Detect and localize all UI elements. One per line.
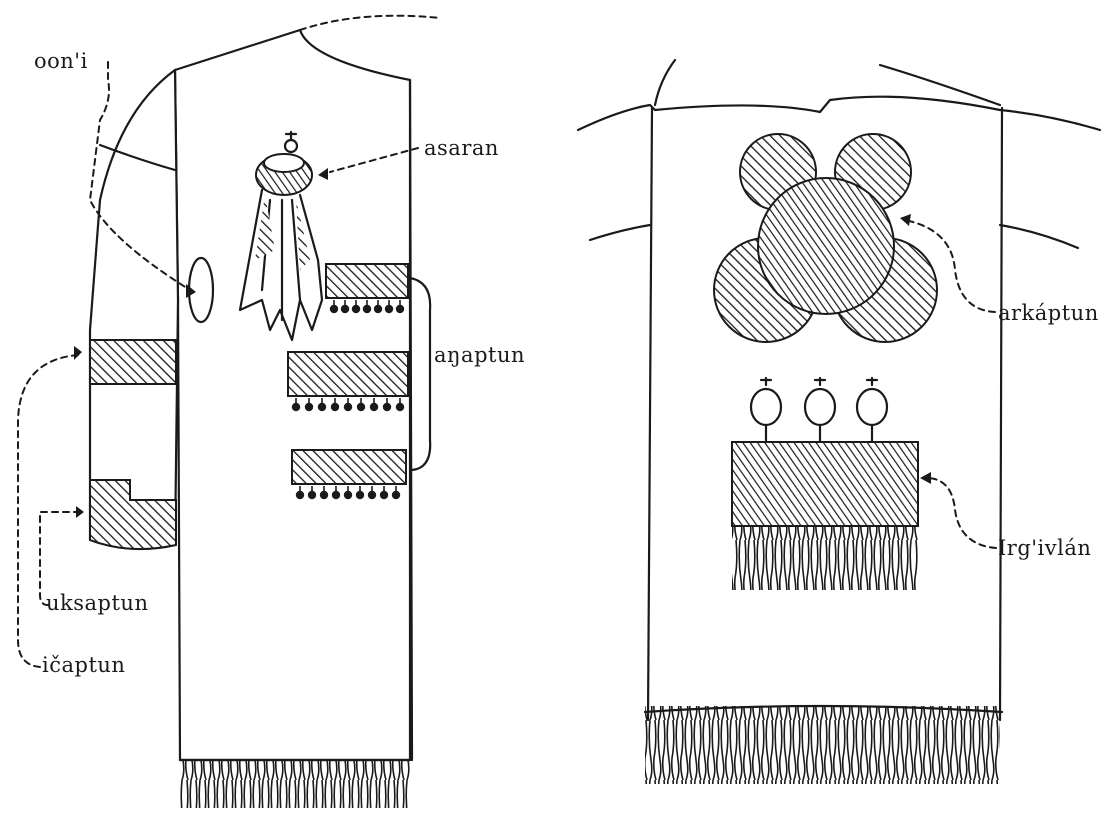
tassel-bead: [305, 403, 313, 411]
tassel-bead: [331, 403, 339, 411]
tassel-bead: [356, 491, 364, 499]
tassel-bead: [396, 305, 404, 313]
tassel-bead: [374, 305, 382, 313]
tassel-bead: [344, 491, 352, 499]
shoulder-outline-dashed: [300, 16, 440, 30]
tassel-bead: [341, 305, 349, 313]
tassel-bead: [368, 491, 376, 499]
label-oonni: oon'i: [34, 49, 88, 73]
tassel-bead: [352, 305, 360, 313]
tassel-bead: [344, 403, 352, 411]
irgivlan-ornaments: [732, 378, 918, 590]
front-coat-fringe: [180, 760, 410, 808]
anaptun-band-2: [288, 352, 408, 396]
tassel-bead: [318, 403, 326, 411]
tassel-bead: [383, 403, 391, 411]
tassel-bead: [370, 403, 378, 411]
label-asaran: asaran: [424, 136, 499, 160]
label-icaptun: ičaptun: [42, 653, 125, 677]
back-coat: [578, 60, 1100, 784]
anaptun-brace: [410, 278, 430, 470]
tassel-bead: [292, 403, 300, 411]
anaptun-band-1: [326, 264, 408, 298]
tassel-bead: [392, 491, 400, 499]
label-uksaptun: uksaptun: [46, 591, 148, 615]
front-coat-sleeve: [90, 70, 178, 549]
irgivlan-leader: [926, 478, 996, 548]
tassel-bead: [363, 305, 371, 313]
tassel-bead: [296, 491, 304, 499]
label-irgivlan: Irg'ivlán: [998, 536, 1091, 560]
tassel-bead: [385, 305, 393, 313]
front-coat: [18, 16, 440, 808]
tassel-bead: [308, 491, 316, 499]
label-arkaptun: arkáptun: [998, 301, 1099, 325]
label-anaptun: aŋaptun: [434, 343, 525, 367]
back-coat-fringe: [645, 706, 1000, 784]
anaptun-band-3: [292, 450, 406, 484]
tassel-bead: [396, 403, 404, 411]
sleeve-band-upper: [90, 340, 176, 384]
tassel-bead: [320, 491, 328, 499]
tassel-bead: [332, 491, 340, 499]
arkaptun-circles: [714, 134, 937, 342]
tassel-bead: [380, 491, 388, 499]
tassel-bead: [357, 403, 365, 411]
tassel-bead: [330, 305, 338, 313]
